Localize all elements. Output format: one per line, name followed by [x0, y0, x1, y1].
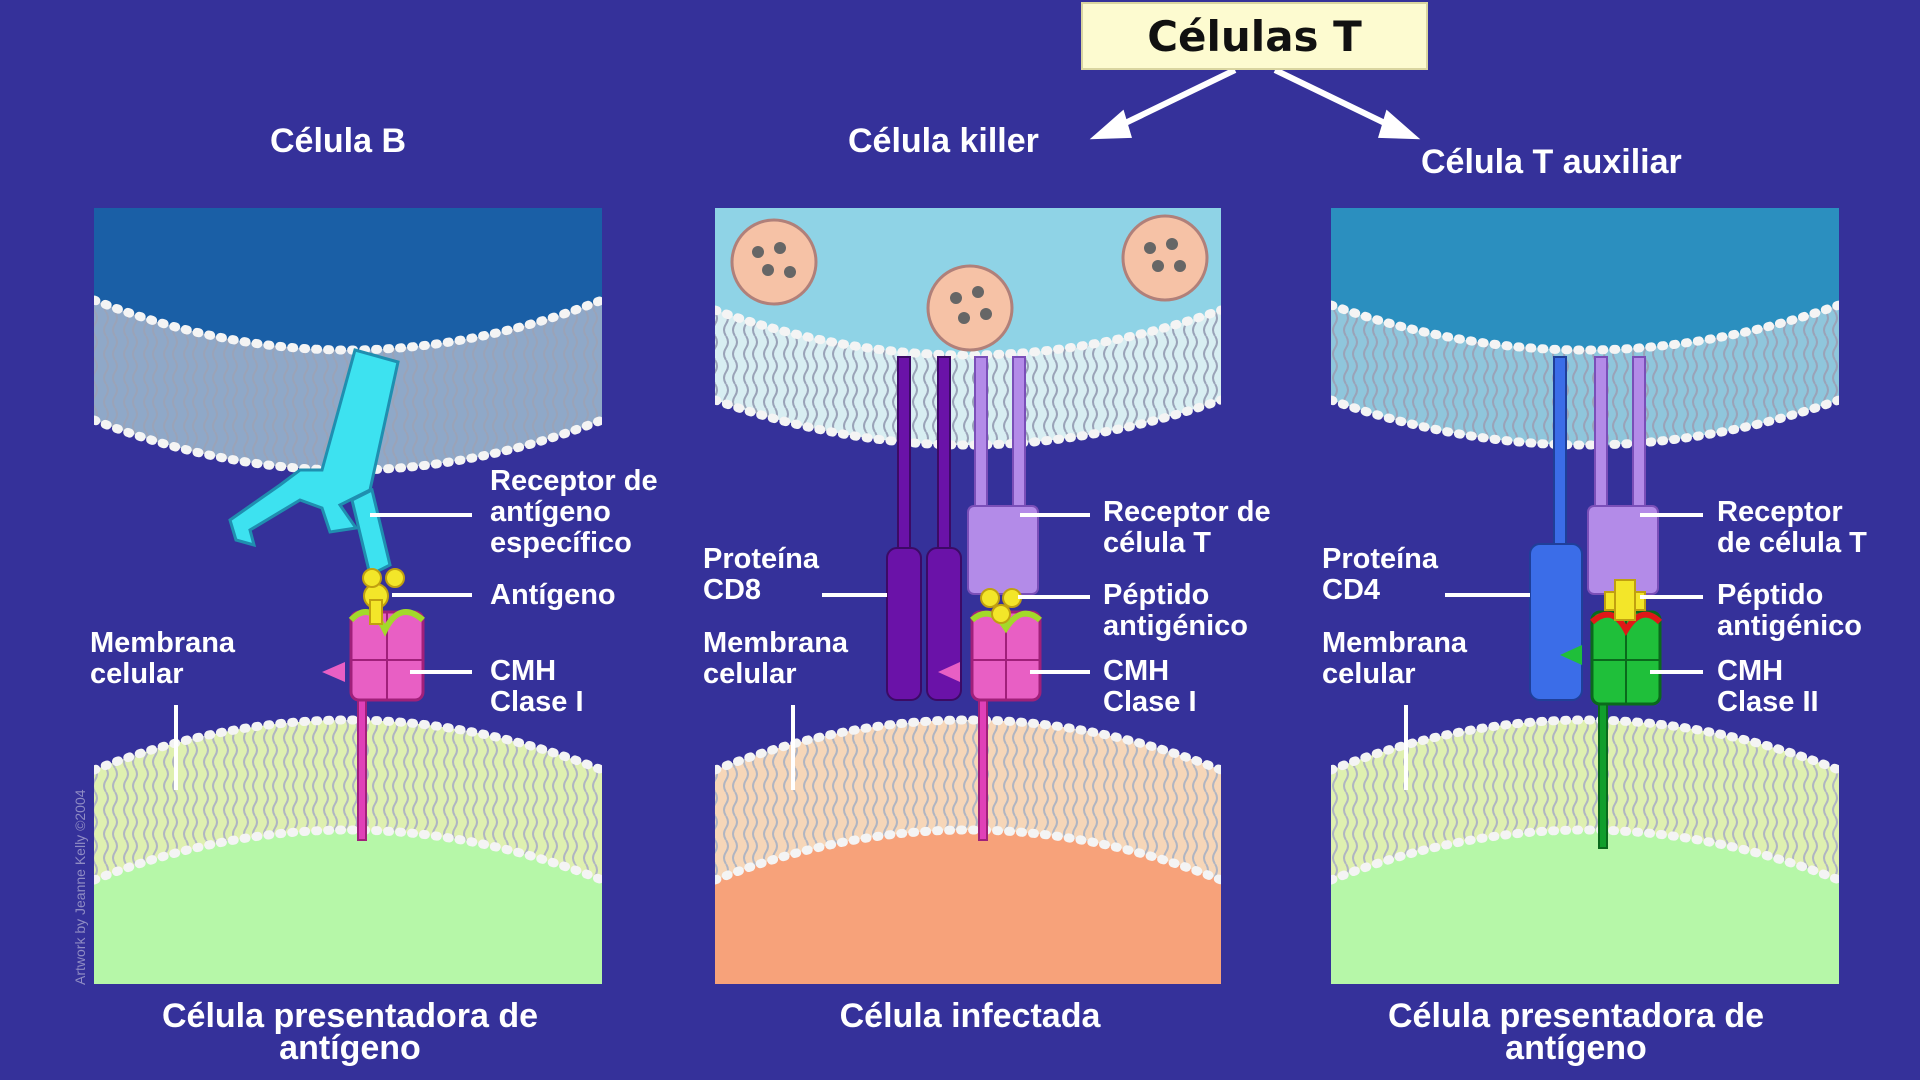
antigenic-peptide-helper	[1604, 579, 1646, 621]
panel-helper	[1331, 208, 1839, 984]
vesicles	[730, 214, 1209, 352]
mhc-class-i-killer	[938, 610, 1042, 841]
label-tcr-helper: Receptor de célula T	[1717, 496, 1867, 559]
panel-b-cell	[94, 208, 602, 984]
bottom-label-killer: Célula infectada	[839, 997, 1101, 1035]
label-mhc-helper: CMH Clase II	[1717, 655, 1819, 718]
label-antigen: Antígeno	[490, 579, 616, 611]
heading-b-cell: Célula B	[270, 122, 407, 160]
artwork-credit: Artwork by Jeanne Kelly ©2004	[72, 789, 88, 985]
label-tcr-killer: Receptor de célula T	[1103, 496, 1271, 559]
label-cd4: Proteína CD4	[1322, 543, 1439, 606]
label-antigen-receptor: Receptor de antígeno específico	[490, 465, 658, 559]
label-mhc-b: CMH Clase I	[490, 655, 584, 718]
label-peptide-helper: Péptido antigénico	[1717, 579, 1863, 642]
label-peptide-killer: Péptido antigénico	[1103, 579, 1249, 642]
heading-helper: Célula T auxiliar	[1421, 143, 1682, 181]
tcr-killer	[967, 356, 1039, 595]
panel-b-leaders	[174, 513, 472, 790]
label-membrane-killer: Membrana celular	[703, 627, 849, 690]
label-mhc-killer: CMH Clase I	[1103, 655, 1197, 718]
tcr-helper	[1587, 356, 1659, 595]
label-membrane-b: Membrana celular	[90, 627, 236, 690]
cd8-protein	[886, 356, 962, 701]
panel-killer-leaders	[791, 513, 1090, 790]
antigen-b	[362, 568, 405, 625]
bottom-label-b: Célula presentadora de antígeno	[161, 997, 538, 1067]
heading-killer: Célula killer	[848, 122, 1039, 160]
title-arrows	[1089, 67, 1421, 140]
mhc-class-ii	[1560, 610, 1663, 849]
label-membrane-helper: Membrana celular	[1322, 627, 1468, 690]
cd4-protein	[1529, 356, 1583, 701]
title-box: Células T	[1081, 2, 1428, 70]
bottom-label-helper: Célula presentadora de antígeno	[1387, 997, 1764, 1067]
mhc-class-i-b	[322, 609, 425, 841]
label-cd8: Proteína CD8	[703, 543, 820, 606]
panel-helper-leaders	[1404, 513, 1703, 790]
antibody-receptor	[228, 348, 400, 578]
page-title: Células T	[1147, 11, 1362, 61]
